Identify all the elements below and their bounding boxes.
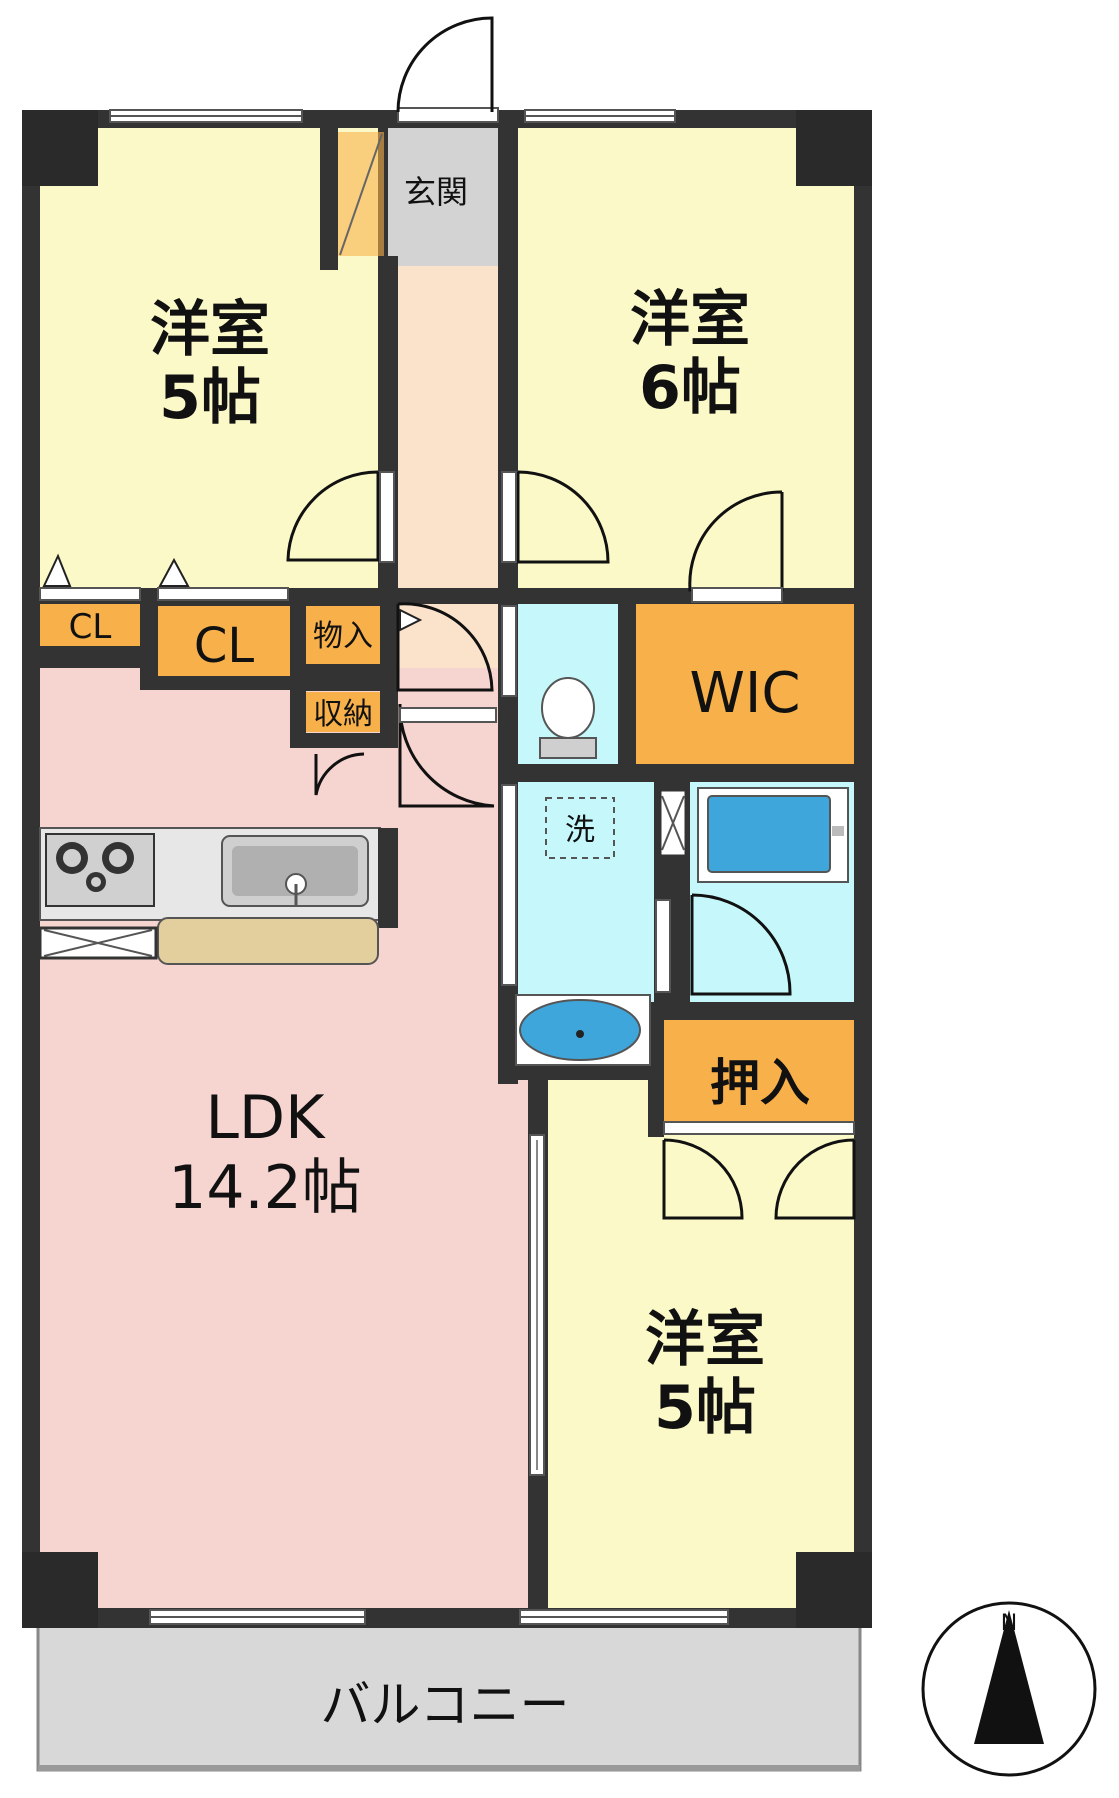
ldk-size: 14.2帖	[168, 1153, 362, 1223]
shuno-label: 収納	[313, 697, 373, 732]
bedroom-nw-floor-lower	[40, 270, 378, 590]
kitchen-backwall	[378, 828, 398, 928]
monoire	[305, 606, 380, 664]
cl-large-label: CL	[194, 618, 255, 674]
bedroom-ne-name: 洋室	[630, 285, 750, 355]
shoe-closet-diagonal	[339, 133, 383, 256]
oshiire-label: 押入	[710, 1054, 810, 1112]
bedroom-se-name: 洋室	[645, 1305, 765, 1375]
door-openings	[39, 471, 855, 1476]
oshiire	[664, 1020, 854, 1124]
cl-small	[40, 603, 140, 646]
stove-icon	[45, 833, 155, 907]
entrance-door-frame	[397, 107, 499, 123]
wic-label: WIC	[690, 661, 801, 726]
monoire-label: 物入	[313, 619, 373, 654]
wic	[636, 604, 854, 764]
bedroom-ne-size: 6帖	[639, 353, 741, 423]
cl-small-label: CL	[69, 607, 112, 647]
bedroom-se-floor	[548, 1075, 854, 1608]
cl-large	[158, 606, 290, 677]
door-swings	[286, 470, 856, 1220]
fridge-space-cross	[43, 929, 153, 957]
compass: N	[921, 1601, 1097, 1777]
ldk-name: LDK	[206, 1083, 327, 1153]
washbasin-icon	[515, 994, 651, 1066]
bedroom-nw-name: 洋室	[150, 295, 270, 365]
entrance-floor	[388, 128, 498, 266]
bedroom-nw-size: 5帖	[159, 363, 261, 433]
washer-label: 洗	[565, 813, 595, 848]
bedroom-ne-floor	[518, 128, 854, 588]
sink-icon	[221, 835, 369, 907]
closet-hinge-marks	[42, 553, 423, 632]
shuno	[305, 692, 380, 732]
ldk-floor	[40, 668, 528, 1608]
washroom-storage-cross	[661, 795, 685, 851]
entrance-door-swing	[396, 16, 494, 113]
bedroom-se-size: 5帖	[654, 1373, 756, 1443]
corridor-floor	[398, 266, 498, 709]
kitchen-counter-bar	[157, 917, 379, 965]
bathtub-icon	[697, 787, 849, 883]
structural-columns	[22, 110, 872, 1628]
balcony-label: バルコニー	[321, 1676, 570, 1734]
entrance-label: 玄関	[404, 173, 468, 211]
compass-north-label: N	[1001, 1611, 1017, 1636]
windows	[109, 109, 729, 1625]
balcony-floor	[36, 1618, 862, 1772]
toilet-icon	[539, 677, 597, 759]
north-arrow-icon	[974, 1610, 1044, 1744]
washer-space	[545, 797, 615, 859]
